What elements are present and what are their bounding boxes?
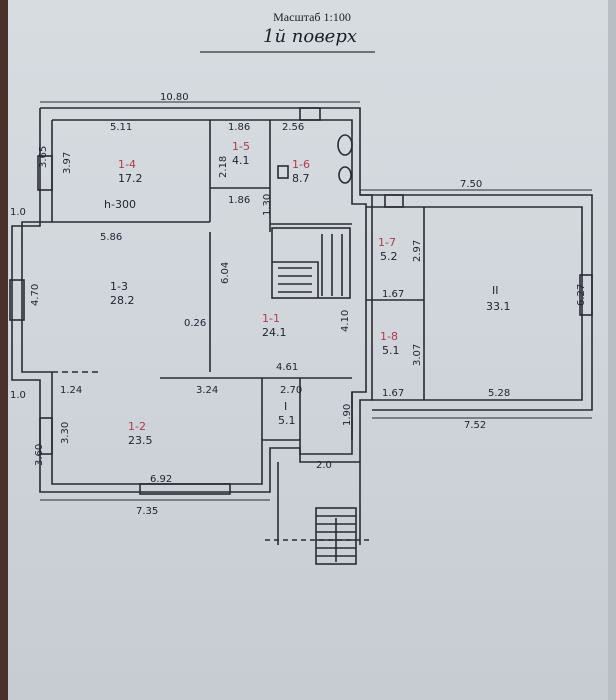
dim-room18-width: 1.67 bbox=[382, 388, 404, 399]
room-area-I: 5.1 bbox=[278, 414, 296, 427]
dim-room14-width: 5.11 bbox=[110, 122, 132, 133]
room-label-1-7: 1-7 bbox=[378, 236, 396, 249]
dim-room13-width: 5.86 bbox=[100, 232, 122, 243]
staircase bbox=[271, 227, 351, 299]
garage-wall bbox=[360, 194, 593, 411]
floor-title: 1й поверх bbox=[263, 26, 357, 47]
garage-wall-inner bbox=[366, 206, 583, 401]
room-label-1-6: 1-6 bbox=[292, 158, 310, 171]
window bbox=[299, 107, 321, 121]
dim-hall-depth: 6.04 bbox=[220, 262, 231, 284]
dim-room15-depth: 2.18 bbox=[218, 156, 229, 178]
dim-garage-top: 7.50 bbox=[460, 179, 482, 190]
dim-left-top: 3.65 bbox=[38, 146, 49, 168]
dim-room12-mid: 3.24 bbox=[196, 385, 218, 396]
dim-bath-depth: 1.30 bbox=[262, 194, 273, 216]
window bbox=[579, 274, 593, 316]
window bbox=[37, 155, 53, 191]
room-label-1-1: 1-1 bbox=[262, 312, 280, 325]
room-label-1-4: 1-4 bbox=[118, 158, 136, 171]
dim-room17-width: 1.67 bbox=[382, 289, 404, 300]
room-label-1-5: 1-5 bbox=[232, 140, 250, 153]
room-area-1-8: 5.1 bbox=[382, 344, 400, 357]
dim-room16-width: 2.56 bbox=[282, 122, 304, 133]
dim-left-offset-top: 1.0 bbox=[10, 207, 26, 218]
porch-steps bbox=[315, 507, 357, 565]
room-area-1-2: 23.5 bbox=[128, 434, 153, 447]
dim-hall-width: 4.61 bbox=[276, 362, 298, 373]
toilet-fixture bbox=[337, 134, 353, 156]
room-label-1-3: 1-3 bbox=[110, 280, 128, 293]
window bbox=[139, 483, 231, 495]
scale-caption: Масштаб 1:100 bbox=[273, 10, 351, 24]
dim-room15-width: 1.86 bbox=[228, 122, 250, 133]
room-label-1-8: 1-8 bbox=[380, 330, 398, 343]
room-area-II: 33.1 bbox=[486, 300, 511, 313]
sink-fixture bbox=[338, 166, 352, 184]
window bbox=[384, 194, 404, 208]
dim-room12-top: 1.24 bbox=[60, 385, 82, 396]
dim-garage-depth: 6.27 bbox=[576, 284, 587, 306]
dimension-labels: 10.80 5.11 1.86 2.56 3.65 3.97 2.18 1.86… bbox=[10, 92, 587, 517]
stair-treads bbox=[272, 261, 319, 298]
dim-room13-depth: 4.70 bbox=[30, 284, 41, 306]
dim-bottom-overall: 7.35 bbox=[136, 506, 158, 517]
dim-porch-width: 2.0 bbox=[316, 460, 332, 471]
dim-room17-depth: 2.97 bbox=[412, 240, 423, 262]
room-label-II: II bbox=[492, 284, 499, 297]
dim-room12-depth: 3.30 bbox=[60, 422, 71, 444]
room-area-1-1: 24.1 bbox=[262, 326, 287, 339]
room-label-I: I bbox=[284, 400, 287, 413]
dim-room14-depth: 3.97 bbox=[62, 152, 73, 174]
paper-edge bbox=[0, 0, 8, 700]
paper-edge-right bbox=[608, 0, 616, 700]
room-area-1-7: 5.2 bbox=[380, 250, 398, 263]
dim-garage-inner: 5.28 bbox=[488, 388, 510, 399]
room-area-1-5: 4.1 bbox=[232, 154, 250, 167]
window bbox=[39, 417, 53, 455]
dim-vestibule-width: 2.70 bbox=[280, 385, 302, 396]
fixture bbox=[277, 165, 289, 179]
dim-vestibule-depth: 1.90 bbox=[342, 404, 353, 426]
dim-left-offset-bottom: 1.0 bbox=[10, 390, 26, 401]
dim-corridor-width: 1.86 bbox=[228, 195, 250, 206]
room-area-1-3: 28.2 bbox=[110, 294, 135, 307]
dim-room12-width: 6.92 bbox=[150, 474, 172, 485]
room-area-1-4: 17.2 bbox=[118, 172, 143, 185]
room-area-1-6: 8.7 bbox=[292, 172, 310, 185]
room-labels: 1-4 17.2 h-300 1-5 4.1 1-6 8.7 1-3 28.2 … bbox=[104, 140, 511, 447]
dim-room18-depth: 3.07 bbox=[412, 344, 423, 366]
dim-hall-side: 4.10 bbox=[340, 310, 351, 332]
dim-left-bottom: 3.60 bbox=[34, 444, 45, 466]
outer-wall-inner bbox=[21, 119, 367, 485]
room-label-1-2: 1-2 bbox=[128, 420, 146, 433]
room-note-1-4: h-300 bbox=[104, 198, 136, 211]
dim-hall-gap: 0.26 bbox=[184, 318, 206, 329]
window bbox=[9, 279, 25, 321]
dim-garage-bottom: 7.52 bbox=[464, 420, 486, 431]
dim-top-overall: 10.80 bbox=[160, 92, 189, 103]
